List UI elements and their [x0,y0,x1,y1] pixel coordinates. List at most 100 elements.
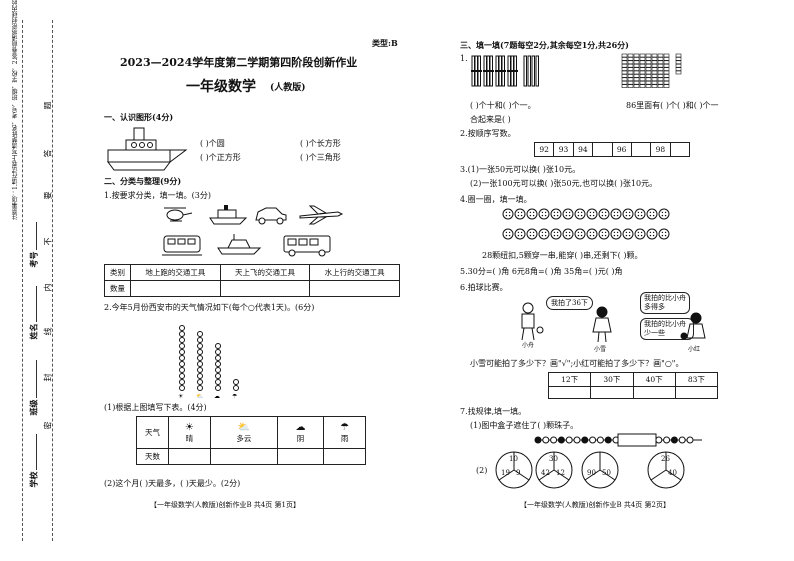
button-hole [544,234,547,237]
answer-cell[interactable] [309,280,400,297]
unit-cube [627,70,634,75]
button-hole [568,211,571,214]
class-field[interactable] [36,360,37,398]
answer-cell[interactable] [209,448,278,465]
binding-strip: 注意事项：1.请在试卷上写清楚姓名、考号、班级、学校。2.答卷前请将密封线内的项… [0,0,70,561]
bead [655,436,663,444]
subject-title: 一年级数学 [186,79,256,95]
type-label: 类型:B [372,38,398,48]
answer-cell[interactable] [674,386,719,399]
answer-cell[interactable] [323,448,366,465]
stick-bundles-figure [471,55,539,87]
sequence-cell[interactable] [669,142,691,157]
pictograph-circle [215,355,221,361]
button-hole [580,234,583,237]
bead [557,436,565,444]
button-hole [661,234,664,237]
button-hole [505,214,508,217]
pictograph-circle [215,379,221,385]
school-field[interactable] [36,434,37,470]
unit-cube [627,60,634,65]
edition-label: (人教版) [270,83,306,93]
pictograph-circle [233,385,239,391]
bead [686,436,694,444]
wheel-spoke [498,469,515,481]
unit-cube [657,67,664,71]
unit-cube [633,77,640,82]
circle-number: 90 [587,469,596,477]
table-row-label: 数量 [104,280,131,297]
triangle-count[interactable]: ( )个三角形 [300,153,341,162]
button-hole [613,214,616,217]
pictograph-circle [197,379,203,385]
q3-2[interactable]: (2)一张100元可以换( )张50元,也可以换( )张10元。 [470,179,658,188]
button-hole [652,234,655,237]
answer-cell[interactable] [168,448,211,465]
exam-no-field[interactable] [36,222,37,250]
button-hole [661,231,664,234]
table-row-label: 天数 [136,448,169,465]
square-count[interactable]: ( )个正方形 [200,153,241,162]
unit-cube [639,57,646,61]
button-hole [553,211,556,214]
weather-sunny-cell: ☀晴 [168,416,211,449]
button-hole [529,231,532,234]
left-page-footer: 【一年级数学(人教版)创新作业B 共4页 第1页】 [150,501,300,509]
unit-cube [621,53,628,58]
q4-prompt: 4.圈一圈，填一填。 [460,195,532,204]
button-hole [529,214,532,217]
q7-1[interactable]: (1)图中盒子遮住了( )颗珠子。 [470,421,579,430]
button-hole [532,231,535,234]
pictograph-circle [197,331,203,337]
q3-1[interactable]: 3.(1)一张50元可以换( )张10元。 [460,165,581,174]
button-bead [550,228,562,240]
unit-cube [633,57,640,61]
q5[interactable]: 5.30分=( )角 6元8角=( )角 35角=( )元( )角 [460,267,623,276]
unit-cube [627,67,634,71]
answer-cell[interactable] [547,386,592,399]
button-bead [586,228,598,240]
pictograph-circle [215,349,221,355]
unit-cube [645,67,652,71]
unit-cube [645,57,652,61]
answer-cell[interactable] [276,448,325,465]
sequence-cell[interactable] [630,142,652,157]
unit-cube [633,84,640,88]
q1-tail[interactable]: 合起来是( ) [470,115,511,124]
circle-number: 30 [549,455,558,463]
q2-2-prompt[interactable]: (2)这个月( )天最多，( )天最少。(2分) [104,479,241,488]
answer-cell[interactable] [590,386,634,399]
button-hole [541,234,544,237]
name-field[interactable] [36,286,37,322]
unit-cube [627,77,634,82]
q1-blank-a[interactable]: ( )个十和( )个一。 [470,101,536,110]
button-hole [628,231,631,234]
option-cell: 40下 [632,372,676,387]
button-hole [625,234,628,237]
number-circles-figure [495,451,685,489]
answer-cell[interactable] [632,386,676,399]
circle-count[interactable]: ( )个圆 [200,139,225,148]
boy-icon [521,302,544,341]
unit-cube [621,70,628,75]
weather-symbol: ☂ [232,393,238,400]
bead [604,436,612,444]
answer-cell[interactable] [219,280,311,297]
button-hole [532,234,535,237]
q1-blank-b[interactable]: 86里面有( )个( )和( )个一 [626,101,719,110]
unit-cube [621,77,628,82]
wheel-spoke [665,469,682,481]
unit-cube [657,63,664,68]
button-hole [556,231,559,234]
unit-cube [663,60,670,65]
rectangle-count[interactable]: ( )个长方形 [300,139,341,148]
button-hole [529,211,532,214]
unit-cube [651,57,658,61]
button-hole [589,231,592,234]
answer-cell[interactable] [130,280,221,297]
sequence-cell[interactable] [592,142,613,157]
button-hole [508,211,511,214]
button-bead [634,208,646,220]
unit-cube [639,63,646,68]
q4-text[interactable]: 28颗纽扣,5颗穿一串,能穿( )串,还剩下( )颗。 [482,251,643,260]
